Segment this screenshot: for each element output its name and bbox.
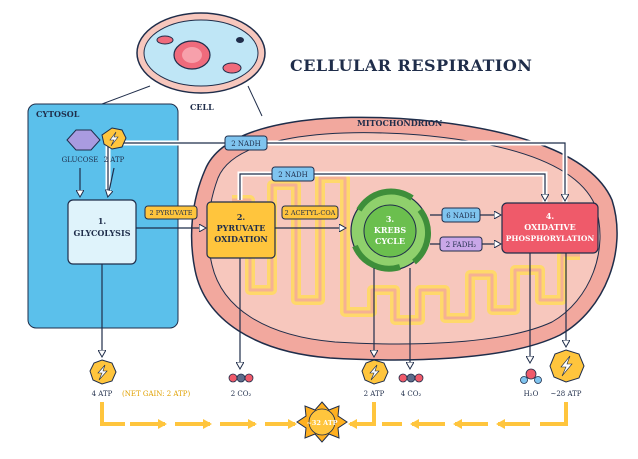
cell-pointer-right [247, 85, 263, 117]
krebs-cycle-circle [350, 188, 432, 272]
glycolysis-number: 1. [98, 216, 107, 226]
h2o-label: H₂O [524, 390, 539, 398]
oxphos-title-1: OXIDATIVE [524, 222, 575, 232]
krebs-number: 3. [386, 214, 395, 224]
krebs-title-2: CYCLE [375, 236, 405, 246]
nadh-carrier-mid [271, 166, 315, 182]
krebs-title-1: KREBS [374, 225, 406, 235]
nadh-mid-label: 2 NADH [278, 171, 308, 179]
co2-pyruvate-label: 2 CO₂ [231, 390, 252, 398]
atp-in-label: 2 ATP [104, 156, 125, 164]
nadh-route-mid [239, 173, 545, 200]
fadh2-carrier [439, 236, 483, 252]
pyruvate-oxidation-title-1: PYRUVATE [217, 223, 266, 233]
cell-label: CELL [190, 102, 214, 112]
pyruvate-oxidation-title-2: OXIDATION [214, 234, 267, 244]
cytosol-label: CYTOSOL [36, 109, 80, 119]
h2o-water-molecule-icon [520, 368, 542, 384]
page-title: CELLULAR RESPIRATION [290, 56, 532, 75]
glucose-hexagon-icon [66, 129, 101, 151]
atp-collection-flow [100, 402, 568, 429]
nadh-route-top [107, 142, 565, 200]
net-gain-label: (NET GAIN: 2 ATP) [122, 390, 190, 398]
atp-oxphos-label: ~28 ATP [550, 390, 581, 398]
oxphos-title-2: PHOSPHORYLATION [506, 234, 595, 243]
acetyl-carrier [281, 205, 339, 220]
pyruvate-carrier [144, 205, 198, 220]
oxphos-number: 4. [546, 211, 555, 221]
glucose-label: GLUCOSE [62, 156, 99, 164]
atp-in-arrow [108, 167, 115, 196]
pyruvate-oxidation-number: 2. [237, 212, 246, 222]
acetyl-carrier-label: 2 ACETYL-COA [285, 209, 336, 217]
nadh-carrier-top [224, 135, 268, 151]
atp-krebs-label: 2 ATP [364, 390, 385, 398]
total-atp-badge-icon [296, 401, 348, 443]
co2-krebs-label: 4 CO₂ [401, 390, 422, 398]
fadh2-label: 2 FADH₂ [446, 241, 477, 249]
mitochondrion-label: MITOCHONDRION [357, 118, 442, 128]
pyruvate-carrier-label: 2 PYRUVATE [150, 209, 193, 217]
glycolysis-title: GLYCOLYSIS [74, 228, 131, 238]
nadh-krebs-carrier [441, 207, 481, 223]
co2-pyruvate-molecule-icon [228, 373, 254, 383]
pyruvate-oxidation-box [206, 201, 276, 259]
atp-glycolysis-label: 4 ATP [92, 390, 113, 398]
cell-pointer-left [101, 85, 151, 105]
co2-krebs-molecule-icon [398, 373, 424, 383]
nadh-krebs-label: 6 NADH [446, 212, 476, 220]
nadh-top-label: 2 NADH [231, 140, 261, 148]
total-atp-label: ~32 ATP [306, 419, 337, 427]
oxidative-phosphorylation-box [501, 202, 599, 254]
cell-illustration [136, 12, 266, 94]
